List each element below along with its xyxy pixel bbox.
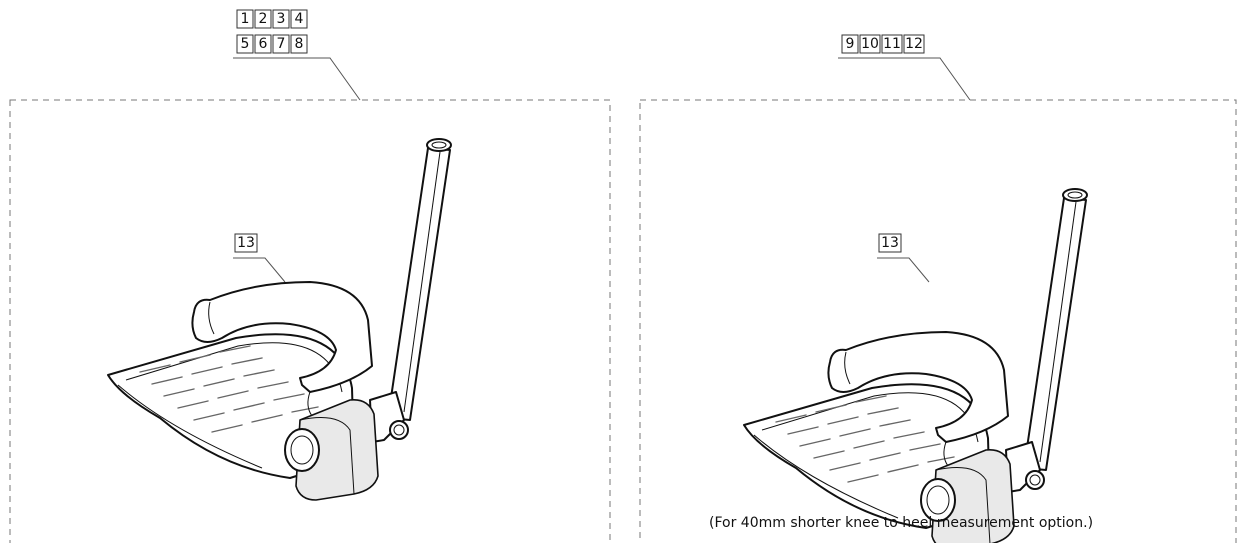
left-footrest-drawing <box>107 138 452 501</box>
callout-number: 1 <box>241 11 250 27</box>
callout-number: 8 <box>295 36 304 52</box>
left-leader-line <box>233 57 361 101</box>
callout-number: 9 <box>846 36 855 52</box>
right-part-leader <box>877 257 930 283</box>
right-part-label-box <box>878 233 902 253</box>
left-part-label-box <box>234 233 258 253</box>
right-leader-line <box>838 57 971 101</box>
callout-number: 7 <box>277 36 286 52</box>
callout-number: 10 <box>861 36 879 52</box>
right-part-label: 13 <box>881 235 899 251</box>
callout-number: 11 <box>883 36 901 52</box>
callout-number: 4 <box>295 11 304 27</box>
right-callout-grid: 9 10 11 12 <box>841 34 925 54</box>
left-assembly: 1 2 3 4 5 6 7 8 13 <box>9 9 611 543</box>
callout-number: 3 <box>277 11 286 27</box>
left-dashed-frame <box>9 99 611 543</box>
left-part-leader <box>233 257 286 283</box>
right-caption: (For 40mm shorter knee to heel measureme… <box>709 515 1093 531</box>
callout-number: 5 <box>241 36 250 52</box>
right-assembly: 9 10 11 12 13 (For 40mm shorter knee to … <box>639 34 1237 543</box>
callout-number: 2 <box>259 11 268 27</box>
left-part-label: 13 <box>237 235 255 251</box>
right-dashed-frame <box>639 99 1237 543</box>
right-footrest-drawing <box>743 188 1088 543</box>
left-callout-grid: 1 2 3 4 5 6 7 8 <box>236 9 308 54</box>
callout-number: 12 <box>905 36 923 52</box>
callout-number: 6 <box>259 36 268 52</box>
